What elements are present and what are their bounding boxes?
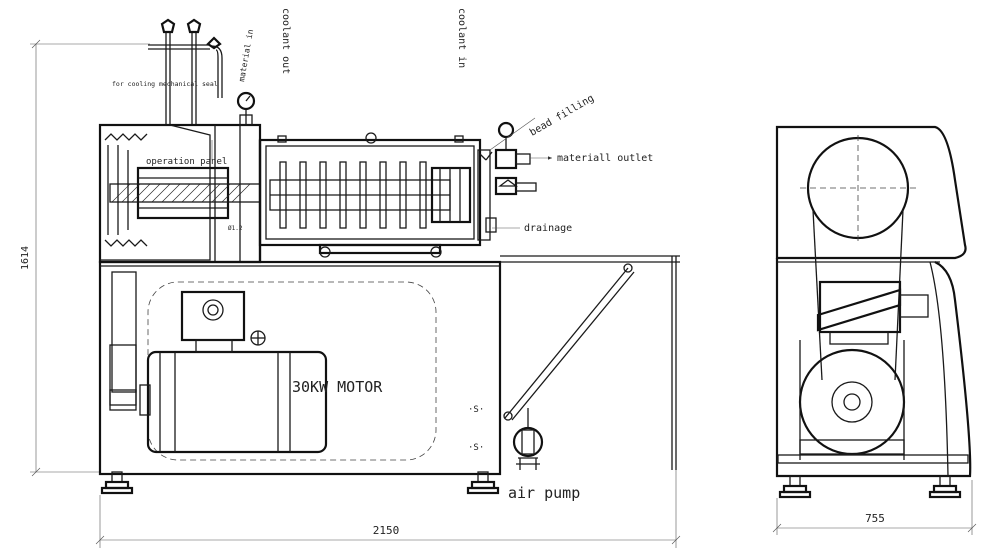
front-view: ·S· ·S· xyxy=(30,18,681,548)
width-label: 755 xyxy=(865,512,885,525)
operation-panel-label: operation panel xyxy=(146,157,227,167)
length-label: 2150 xyxy=(373,524,400,537)
cooling-piping xyxy=(148,18,223,125)
material-in-label: material in xyxy=(237,28,255,82)
motor xyxy=(139,290,328,454)
air-pump-label: air pump xyxy=(508,484,580,502)
shaft xyxy=(109,183,261,203)
small-code-label: Ø1.2 xyxy=(228,225,243,232)
length-dimension xyxy=(95,470,681,548)
height-label: 1614 xyxy=(20,246,31,270)
height-dimension xyxy=(30,39,150,477)
material-outlet-label: materiall outlet xyxy=(557,153,653,164)
base-cabinet xyxy=(98,260,502,476)
cooling-seal-label: for cooling mechanical seal xyxy=(112,80,218,88)
cabinet-door-side: ·S· ·S· xyxy=(468,255,680,470)
side-view xyxy=(772,125,977,535)
pressure-gauge-icon xyxy=(236,91,256,126)
bead-filling-label: bead filling xyxy=(528,93,596,139)
grinding-chamber xyxy=(258,132,491,262)
svg-text:·S·: ·S· xyxy=(468,443,484,453)
outlet-valves xyxy=(479,121,537,233)
coolant-in-label: coolant in xyxy=(456,8,467,68)
drainage-label: drainage xyxy=(524,223,572,234)
seal-housing xyxy=(98,123,262,264)
air-pump-icon xyxy=(512,408,544,470)
leveling-feet xyxy=(100,471,500,495)
svg-text:·S·: ·S· xyxy=(468,405,484,415)
motor-label: 30KW MOTOR xyxy=(292,378,383,396)
leader-lines xyxy=(211,117,552,229)
coolant-out-label: coolant out xyxy=(280,8,291,74)
